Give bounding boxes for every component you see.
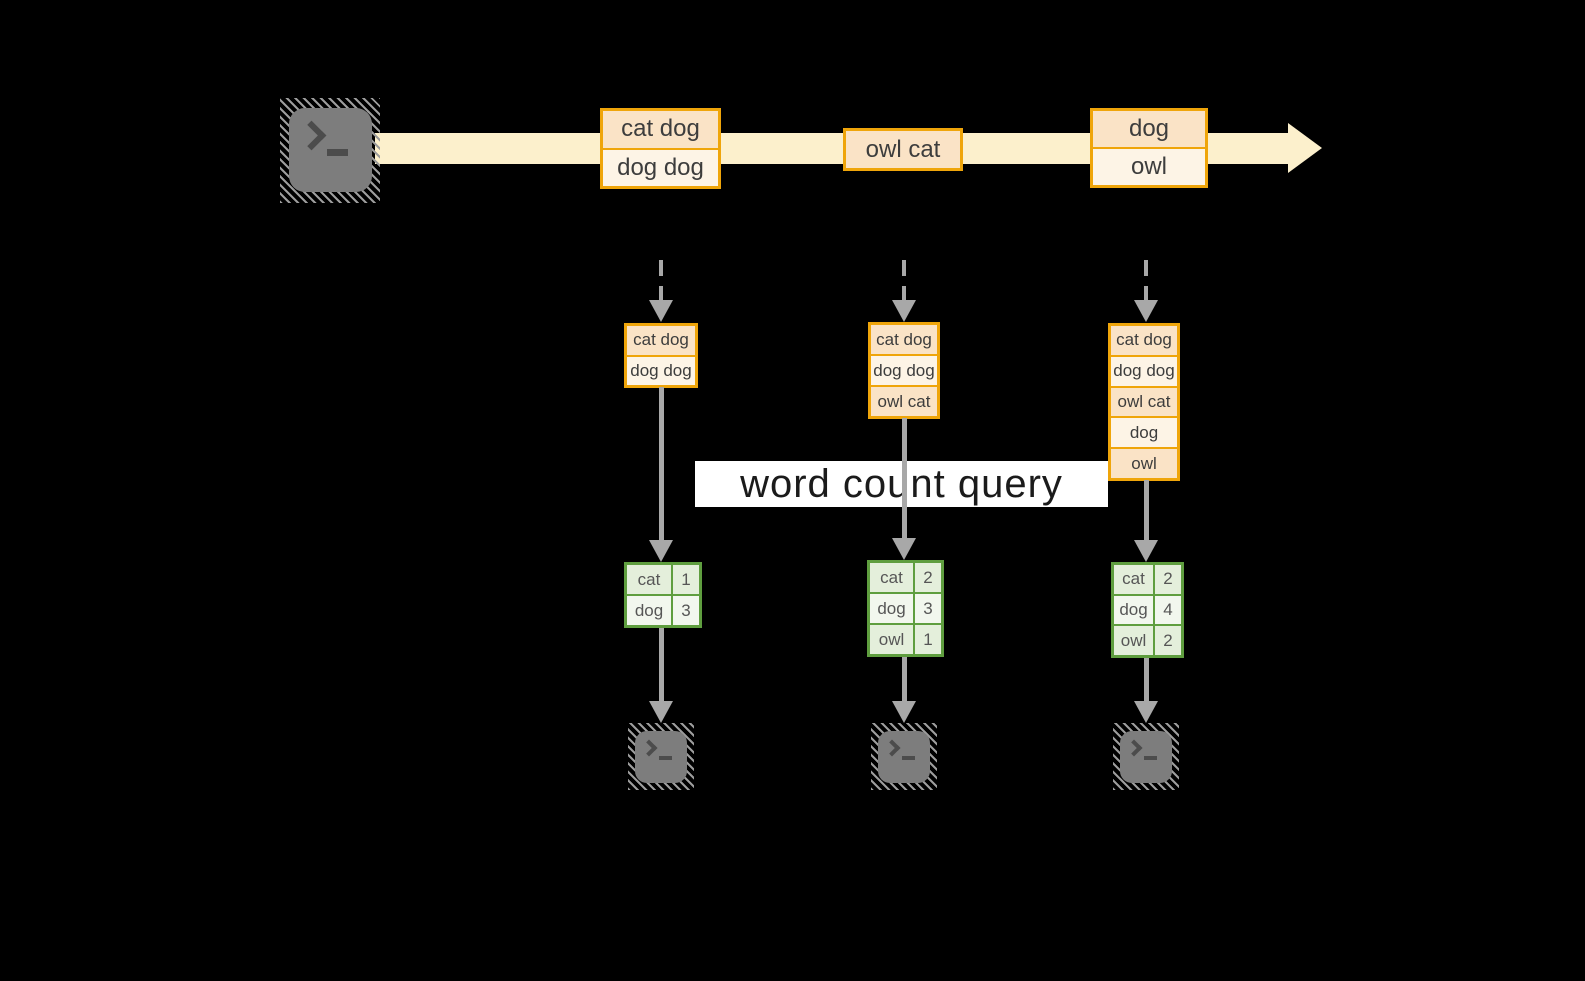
output-terminal-icon	[871, 723, 937, 790]
ingest-arrow-head-icon	[1134, 300, 1158, 322]
prompt-underscore-icon	[902, 756, 915, 760]
output-arrow-head-icon	[649, 701, 673, 723]
terminal-screen	[289, 108, 372, 192]
query-banner-label: word count query	[740, 461, 1063, 506]
output-terminal-icon	[1113, 723, 1179, 790]
word-cell: dog	[627, 596, 671, 625]
word-cell: dog	[870, 594, 913, 623]
message-row: owl cat	[846, 131, 960, 168]
count-cell: 2	[915, 563, 941, 592]
ingest-arrow	[1144, 260, 1148, 302]
query-arrow-head-icon	[649, 540, 673, 562]
count-cell: 2	[1155, 565, 1181, 594]
output-arrow-head-icon	[1134, 701, 1158, 723]
prompt-chevron-icon	[883, 739, 901, 757]
count-cell: 3	[915, 594, 941, 623]
query-arrow	[902, 418, 907, 540]
table-row: owl 1	[870, 625, 941, 654]
query-arrow	[659, 387, 664, 542]
table-row: cat 2	[870, 563, 941, 592]
prompt-underscore-icon	[1144, 756, 1157, 760]
prompt-chevron-icon	[640, 739, 658, 757]
word-count-table: cat 2 dog 3 owl 1	[867, 560, 944, 657]
count-cell: 4	[1155, 595, 1181, 625]
terminal-screen	[1120, 731, 1172, 783]
record-buffer: cat dog dog dog owl cat dog owl	[1108, 323, 1180, 481]
buffer-row: cat dog	[627, 326, 695, 355]
word-count-table: cat 1 dog 3	[624, 562, 702, 628]
buffer-row: cat dog	[871, 325, 937, 354]
message-row: dog	[1093, 111, 1205, 147]
query-arrow-head-icon	[892, 538, 916, 560]
count-cell: 1	[915, 625, 941, 654]
message-row: cat dog	[603, 111, 718, 148]
query-arrow-head-icon	[1134, 540, 1158, 562]
table-row: owl 2	[1114, 626, 1181, 656]
word-cell: cat	[870, 563, 913, 592]
output-arrow-head-icon	[892, 701, 916, 723]
buffer-row: dog dog	[1111, 354, 1177, 386]
buffer-row: dog dog	[627, 354, 695, 385]
buffer-row: dog dog	[871, 354, 937, 385]
word-cell: cat	[627, 565, 671, 594]
ingest-arrow	[902, 260, 906, 302]
buffer-row: owl	[1111, 447, 1177, 478]
ingest-arrow-head-icon	[649, 300, 673, 322]
ingest-arrow-head-icon	[892, 300, 916, 322]
table-row: cat 2	[1114, 565, 1181, 594]
table-row: dog 3	[870, 594, 941, 623]
table-row: cat 1	[627, 565, 699, 594]
word-cell: dog	[1114, 595, 1153, 625]
record-buffer: cat dog dog dog owl cat	[868, 322, 940, 419]
terminal-screen	[635, 731, 687, 783]
buffer-row: cat dog	[1111, 326, 1177, 355]
count-cell: 3	[673, 596, 699, 625]
buffer-row: owl cat	[871, 385, 937, 416]
message-row: dog dog	[603, 147, 718, 186]
message-row: owl	[1093, 147, 1205, 185]
output-arrow	[902, 657, 907, 703]
count-cell: 2	[1155, 626, 1181, 656]
buffer-row: owl cat	[1111, 385, 1177, 417]
output-arrow	[1144, 658, 1149, 703]
query-arrow	[1144, 480, 1149, 542]
record-buffer: cat dog dog dog	[624, 323, 698, 388]
stream-message-box: cat dog dog dog	[600, 108, 721, 189]
word-cell: owl	[870, 625, 913, 654]
word-count-table: cat 2 dog 4 owl 2	[1111, 562, 1184, 658]
stream-arrow-head-icon	[1288, 123, 1322, 173]
prompt-chevron-icon	[296, 120, 327, 151]
output-arrow	[659, 628, 664, 703]
query-banner: word count query	[695, 461, 1108, 507]
stream-message-box: dog owl	[1090, 108, 1208, 188]
table-row: dog 4	[1114, 595, 1181, 625]
buffer-row: dog	[1111, 416, 1177, 448]
word-cell: owl	[1114, 626, 1153, 656]
output-terminal-icon	[628, 723, 694, 790]
word-cell: cat	[1114, 565, 1153, 594]
prompt-underscore-icon	[327, 149, 348, 156]
source-terminal-icon	[280, 98, 380, 203]
terminal-screen	[878, 731, 930, 783]
table-row: dog 3	[627, 596, 699, 625]
ingest-arrow	[659, 260, 663, 302]
prompt-chevron-icon	[1125, 739, 1143, 757]
count-cell: 1	[673, 565, 699, 594]
prompt-underscore-icon	[659, 756, 672, 760]
stream-message-box: owl cat	[843, 128, 963, 171]
